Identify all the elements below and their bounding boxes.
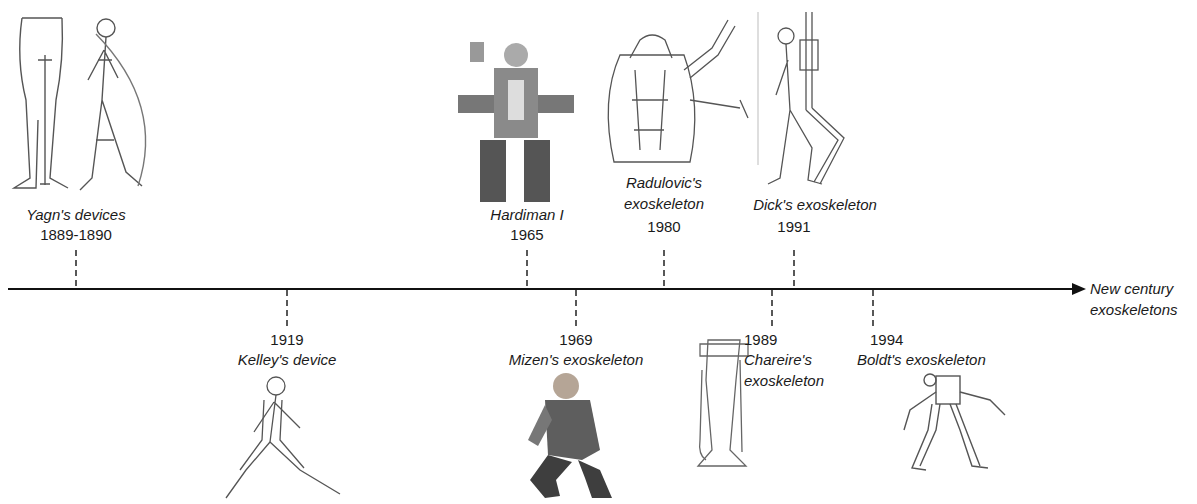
year-label: 1991 (777, 216, 810, 237)
dick-figure (768, 12, 844, 184)
year-label: 1965 (510, 224, 543, 245)
year-label: 1980 (647, 216, 680, 237)
axis-arrowhead (1072, 283, 1086, 295)
device-label: Kelley's device (238, 349, 337, 370)
year-label: 1969 (559, 329, 592, 350)
year-label: 1989 (744, 329, 777, 350)
mizen-figure (528, 373, 612, 498)
device-label: Radulovic's exoskeleton (614, 172, 714, 214)
chareire-figure (698, 340, 748, 466)
year-label: 1919 (270, 329, 303, 350)
device-label: Dick's exoskeleton (753, 194, 877, 215)
radulovic-figure (608, 12, 758, 165)
device-label: New century exoskeletons (1090, 278, 1190, 320)
device-label: Boldt's exoskeleton (857, 349, 986, 370)
timeline-axis (8, 288, 1074, 290)
hardiman-figure (458, 42, 574, 202)
kelley-figure (226, 377, 340, 498)
year-label: 1889-1890 (40, 224, 112, 245)
year-label: 1994 (870, 329, 903, 350)
device-label: Chareire's exoskeleton (744, 349, 836, 391)
tick-marks (76, 250, 873, 326)
yagn-figure (14, 18, 146, 190)
device-label: Yagn's devices (26, 204, 125, 225)
boldt-figure (904, 374, 1005, 470)
device-label: Mizen's exoskeleton (509, 349, 644, 370)
device-label: Hardiman I (490, 204, 563, 225)
